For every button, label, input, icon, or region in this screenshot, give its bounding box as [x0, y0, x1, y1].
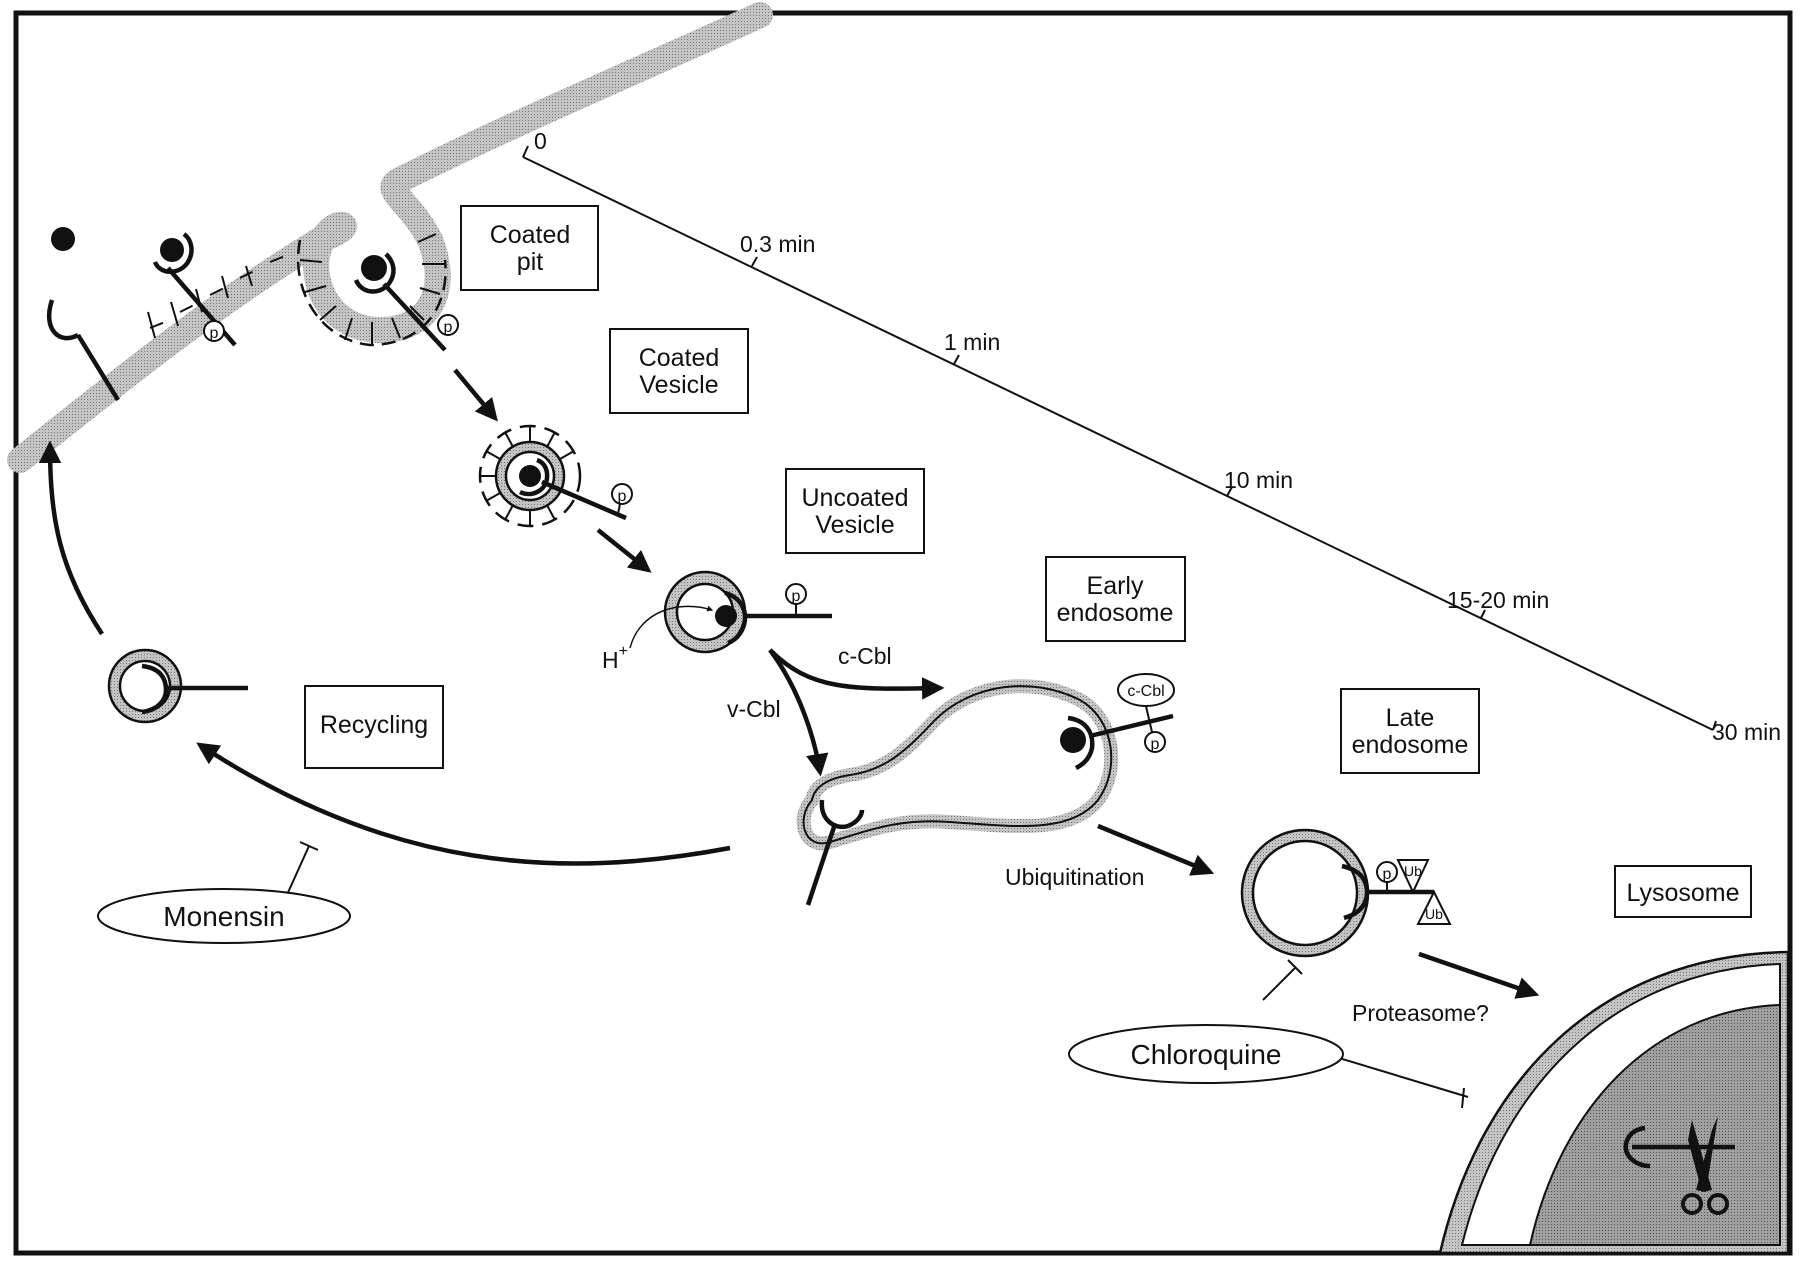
- ub-label: Ub: [1404, 863, 1422, 879]
- phospho-label: p: [1383, 866, 1392, 883]
- c-cbl-badge: c-Cbl: [1127, 683, 1164, 700]
- scissors-icon: [1623, 1116, 1735, 1215]
- c-cbl-label: c-Cbl: [838, 643, 892, 669]
- free-ligand: [51, 227, 75, 251]
- phospho-label: p: [444, 319, 453, 336]
- stage-label: Vesicle: [815, 511, 894, 539]
- stage-box-coated-pit: Coated pit: [460, 205, 599, 291]
- stage-box-recycling: Recycling: [304, 685, 444, 769]
- timeline-tick-label: 15-20 min: [1447, 587, 1549, 613]
- late-endosome: p Ub Ub: [1240, 828, 1452, 958]
- stage-label: Coated: [639, 344, 720, 372]
- recycling-to-membrane-arrow: [38, 440, 104, 636]
- stage-label: Early: [1087, 572, 1144, 600]
- monensin-label: Monensin: [163, 901, 284, 932]
- timeline-tick-label: 0: [534, 128, 547, 154]
- timeline-tick-label: 0.3 min: [740, 231, 815, 257]
- phospho-label: p: [210, 325, 219, 342]
- proteasome-arrow: [1418, 951, 1540, 999]
- inhibitor-chloroquine: Chloroquine: [1068, 959, 1469, 1109]
- receptor-in-pit: p: [353, 252, 459, 352]
- early-endosome: c-Cbl p: [796, 673, 1175, 906]
- stage-label: Coated: [490, 221, 571, 249]
- stage-label: Vesicle: [639, 371, 718, 399]
- arrow-pit-to-vesicle: [453, 368, 498, 422]
- stage-box-coated-vesicle: Coated Vesicle: [609, 328, 749, 414]
- stage-label: endosome: [1352, 731, 1469, 759]
- stage-label: pit: [517, 248, 543, 276]
- stage-label: Uncoated: [801, 484, 908, 512]
- phospho-label: p: [618, 488, 627, 505]
- inhibitor-monensin: Monensin: [97, 841, 351, 944]
- coated-vesicle: p: [478, 424, 633, 528]
- stage-label: endosome: [1057, 599, 1174, 627]
- recycling-vesicle: [107, 648, 248, 724]
- arrow-coated-to-uncoated: [596, 528, 652, 573]
- proton-label: H+: [602, 643, 628, 673]
- ubiquitination-label: Ubiquitination: [1005, 864, 1144, 890]
- timeline-tick-label: 30 min: [1712, 719, 1781, 745]
- stage-label: Lysosome: [1626, 879, 1739, 907]
- stage-box-lysosome: Lysosome: [1614, 865, 1752, 918]
- stage-box-uncoated-vesicle: Uncoated Vesicle: [785, 468, 925, 554]
- phospho-label: p: [1151, 736, 1160, 753]
- figure-frame: [13, 10, 1793, 1256]
- empty-receptor-surface: [46, 299, 120, 402]
- lysosome: [1438, 950, 1790, 1255]
- bound-receptor-surface: p: [152, 232, 237, 347]
- stage-box-early-endosome: Early endosome: [1045, 556, 1186, 642]
- v-cbl-arrow: [768, 648, 829, 777]
- proteasome-label: Proteasome?: [1352, 1000, 1489, 1026]
- c-cbl-arrow: [768, 648, 945, 700]
- recycling-return-arrow: [196, 742, 731, 866]
- stage-label: Late: [1386, 704, 1435, 732]
- timeline: 0 0.3 min 1 min 10 min 15-20 min 30 min: [522, 128, 1781, 745]
- stage-label: Recycling: [320, 711, 428, 739]
- phospho-label: p: [792, 588, 801, 605]
- stage-box-late-endosome: Late endosome: [1340, 688, 1480, 774]
- v-cbl-label: v-Cbl: [727, 696, 781, 722]
- uncoated-vesicle: p: [629, 570, 832, 654]
- ub-label: Ub: [1425, 906, 1443, 922]
- chloroquine-label: Chloroquine: [1131, 1039, 1282, 1070]
- timeline-tick-label: 10 min: [1224, 467, 1293, 493]
- timeline-tick-label: 1 min: [944, 329, 1000, 355]
- ubiquitination-arrow: [1097, 823, 1215, 876]
